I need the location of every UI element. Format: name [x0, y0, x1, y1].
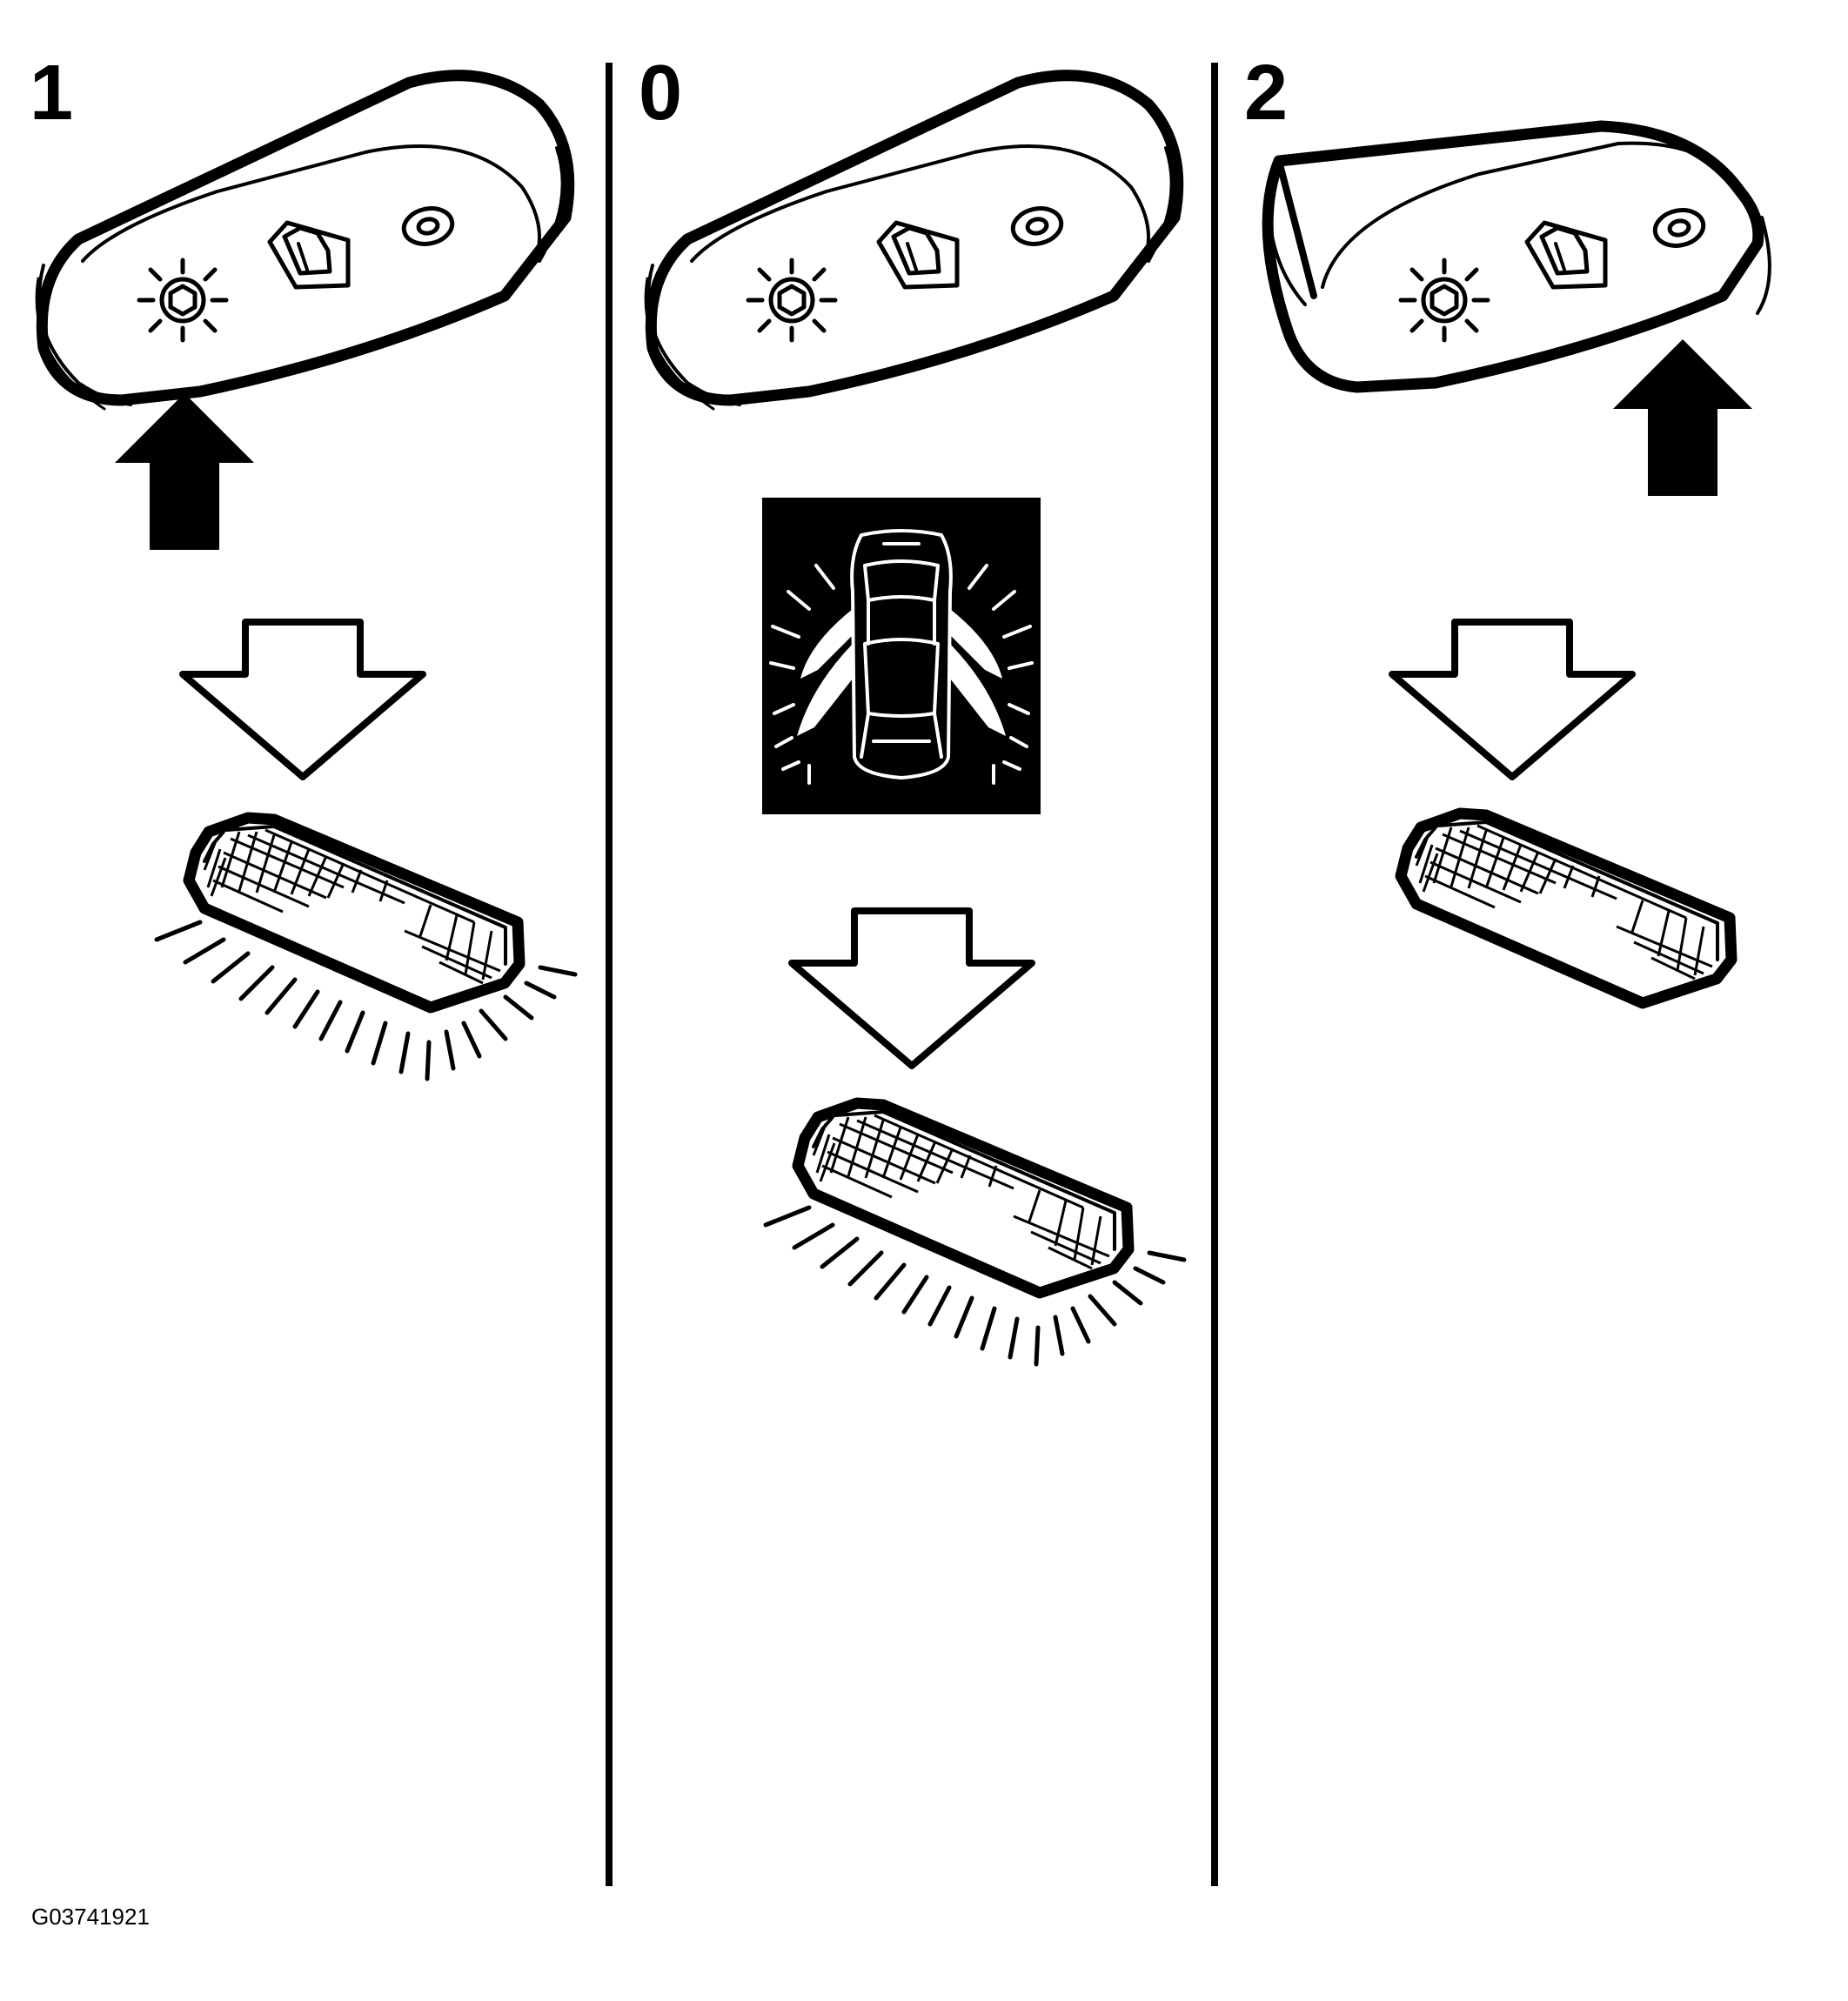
lamp-icon: [1401, 813, 1731, 1003]
down-arrow-icon: [792, 911, 1032, 1066]
door-icon: [879, 223, 957, 287]
car-open-doors-icon: [762, 498, 1041, 814]
panel-label-1: 1: [30, 50, 74, 137]
panel-1: [37, 76, 575, 1079]
interior-light-icon: [139, 260, 226, 340]
off-icon: [1009, 204, 1064, 249]
roof-switch: [1262, 120, 1771, 393]
interior-light-icon: [1401, 260, 1488, 340]
light-rays-icon: [766, 1208, 1184, 1364]
courtesy-lamp: [157, 818, 575, 1079]
off-icon: [400, 204, 455, 249]
panel-label-2: 2: [1244, 50, 1289, 137]
courtesy-lamp: [1401, 813, 1731, 1003]
panel-0: [646, 76, 1184, 1364]
door-icon: [270, 223, 348, 287]
panel-label-0: 0: [639, 50, 683, 137]
lamp-icon: [798, 1103, 1128, 1293]
light-rays-icon: [157, 922, 575, 1079]
roof-switch: [37, 76, 569, 409]
off-icon: [1651, 206, 1706, 251]
courtesy-lamp: [766, 1103, 1184, 1364]
figure-id: G03741921: [31, 1904, 150, 1930]
door-icon: [1527, 223, 1605, 287]
up-arrow-icon: [115, 393, 254, 550]
roof-switch: [646, 76, 1178, 409]
lamp-icon: [189, 818, 519, 1007]
panel-2: [1262, 120, 1771, 1003]
interior-light-icon: [748, 260, 835, 340]
up-arrow-icon: [1613, 339, 1752, 496]
down-arrow-icon: [1392, 622, 1632, 777]
down-arrow-icon: [183, 622, 423, 777]
